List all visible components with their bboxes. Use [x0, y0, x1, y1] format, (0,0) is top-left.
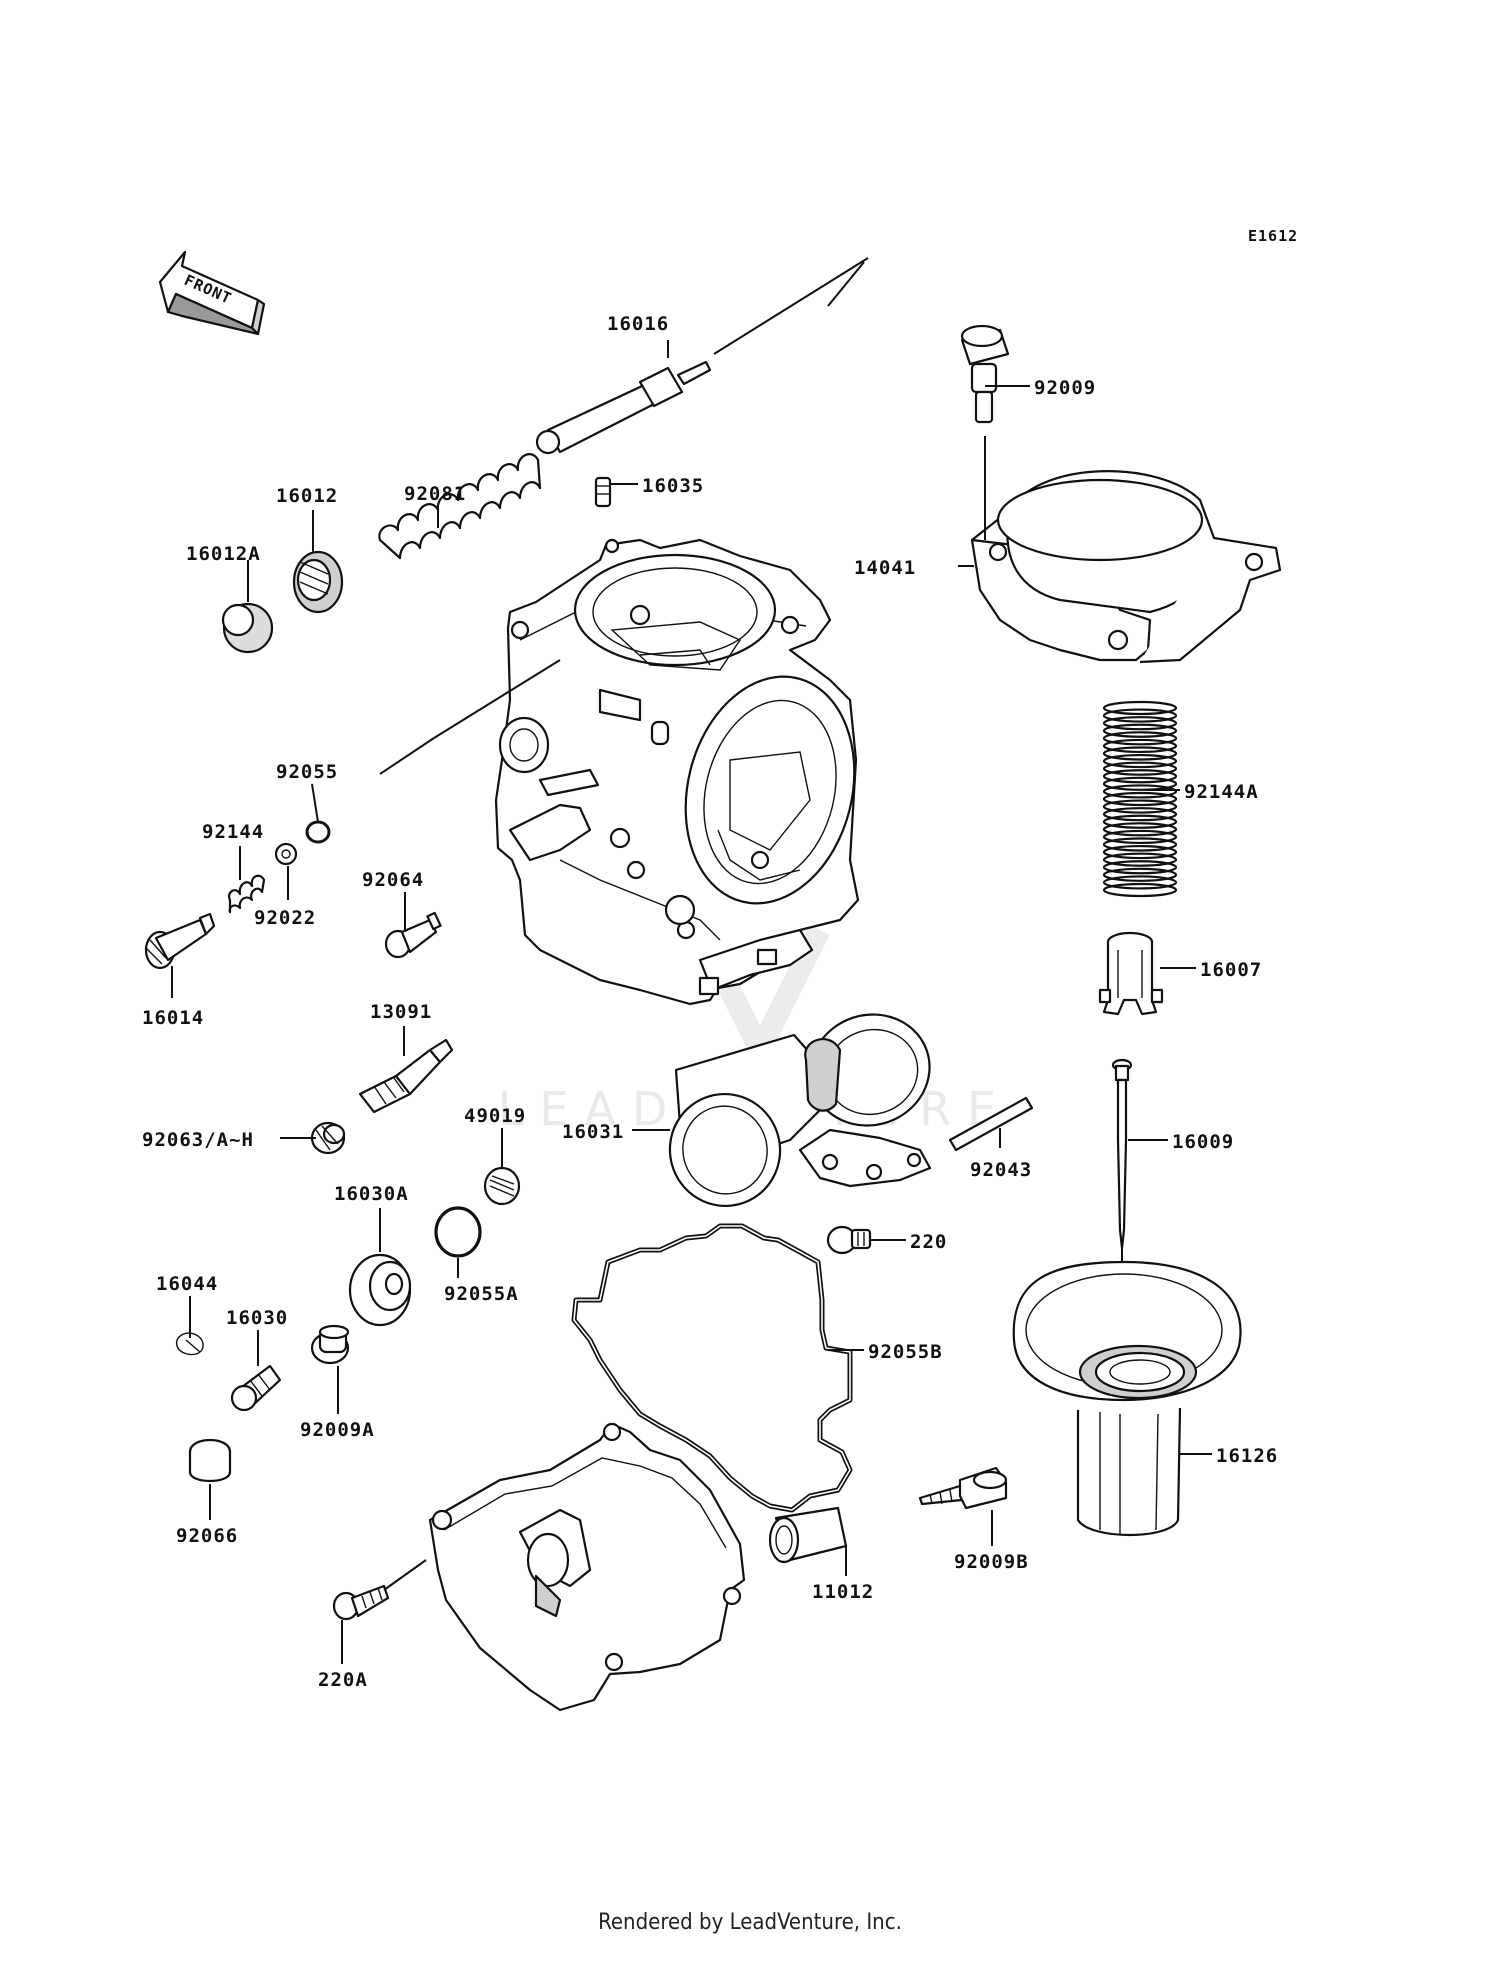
spring-coil — [1102, 867, 1178, 882]
label-16030[interactable]: 16030 — [226, 1307, 288, 1329]
float-bowl — [428, 1422, 746, 1712]
label-14041[interactable]: 14041 — [854, 557, 916, 579]
part-92009A — [310, 1324, 350, 1365]
diagram-code: E1612 — [1248, 227, 1298, 245]
label-16030A[interactable]: 16030A — [334, 1183, 409, 1205]
label-16016[interactable]: 16016 — [607, 313, 669, 335]
spring-coil — [1102, 822, 1178, 837]
part-16007 — [1098, 931, 1164, 1016]
part-92009 — [960, 324, 1010, 424]
spring-coil — [1102, 769, 1178, 784]
label-13091[interactable]: 13091 — [370, 1001, 432, 1023]
part-16016 — [535, 360, 712, 455]
label-220A[interactable]: 220A — [318, 1669, 368, 1691]
label-16031[interactable]: 16031 — [562, 1121, 624, 1143]
spring-coil — [1102, 860, 1178, 875]
part-92009B — [918, 1466, 1008, 1510]
spring-coil — [1102, 784, 1178, 799]
spring-coil — [1102, 731, 1178, 746]
spring-coil — [1102, 716, 1178, 731]
part-11012 — [768, 1506, 848, 1564]
part-labels: 16016 92009 92081 16035 16012 16012A 140… — [142, 313, 1278, 1691]
part-92063 — [310, 1121, 346, 1155]
part-16126 — [1012, 1260, 1242, 1537]
spring-coil — [1102, 761, 1178, 776]
label-92081[interactable]: 92081 — [404, 483, 466, 505]
spring-coil — [1102, 738, 1178, 754]
spring-coil — [1102, 807, 1178, 822]
leader-lines — [171, 257, 1212, 1664]
label-92066[interactable]: 92066 — [176, 1525, 238, 1547]
spring-coil — [1102, 844, 1178, 860]
spring-coil — [1102, 814, 1178, 829]
part-16044 — [175, 1332, 204, 1356]
spring-coil — [1102, 852, 1178, 867]
part-92043 — [948, 1096, 1034, 1152]
label-92055A[interactable]: 92055A — [444, 1283, 519, 1305]
label-16035[interactable]: 16035 — [642, 475, 704, 497]
label-92055[interactable]: 92055 — [276, 761, 338, 783]
spring-coil — [1102, 882, 1178, 898]
carburetor-body — [494, 538, 860, 1006]
label-16012A[interactable]: 16012A — [186, 543, 261, 565]
footer-credit: Rendered by LeadVenture, Inc. — [598, 1910, 902, 1935]
part-16014 — [144, 912, 216, 970]
part-14041 — [970, 470, 1282, 664]
part-13091 — [358, 1038, 454, 1114]
label-92144A[interactable]: 92144A — [1184, 781, 1259, 803]
spring-coil — [1102, 746, 1178, 761]
label-16007[interactable]: 16007 — [1200, 959, 1262, 981]
spring-coil — [1102, 837, 1178, 852]
label-92009B[interactable]: 92009B — [954, 1551, 1029, 1573]
spring-coil — [1102, 799, 1178, 814]
label-92055B[interactable]: 92055B — [868, 1341, 943, 1363]
label-16009[interactable]: 16009 — [1172, 1131, 1234, 1153]
label-92063[interactable]: 92063/A~H — [142, 1129, 254, 1151]
label-16012[interactable]: 16012 — [276, 485, 338, 507]
spring-coil — [1102, 723, 1178, 738]
label-49019[interactable]: 49019 — [464, 1105, 526, 1127]
spring-coil — [1102, 875, 1178, 890]
label-11012[interactable]: 11012 — [812, 1581, 874, 1603]
label-16044[interactable]: 16044 — [156, 1273, 218, 1295]
part-49019 — [483, 1166, 521, 1206]
part-16012 — [292, 550, 344, 614]
label-92043[interactable]: 92043 — [970, 1159, 1032, 1181]
front-arrow-icon: FRONT — [158, 250, 266, 336]
label-92009[interactable]: 92009 — [1034, 377, 1096, 399]
part-16012A — [221, 602, 274, 654]
spring-coil — [1102, 791, 1178, 807]
part-16031 — [668, 1013, 932, 1208]
part-92055 — [305, 820, 331, 844]
part-92064 — [384, 911, 442, 959]
spring-coil — [1102, 700, 1178, 716]
part-92022 — [274, 842, 298, 866]
label-16126[interactable]: 16126 — [1216, 1445, 1278, 1467]
part-16035 — [594, 476, 612, 508]
label-16014[interactable]: 16014 — [142, 1007, 204, 1029]
part-92144A — [1102, 700, 1178, 898]
part-220 — [826, 1225, 872, 1255]
part-92144 — [228, 874, 266, 914]
label-92022[interactable]: 92022 — [254, 907, 316, 929]
label-92144[interactable]: 92144 — [202, 821, 264, 843]
part-92055B — [571, 1223, 853, 1513]
part-220A — [332, 1584, 390, 1621]
part-16030 — [230, 1364, 282, 1412]
spring-coil — [1102, 829, 1178, 845]
spring-coil — [1102, 753, 1178, 769]
spring-coil — [1102, 776, 1178, 791]
part-16009 — [1111, 1058, 1133, 1250]
label-92009A[interactable]: 92009A — [300, 1419, 375, 1441]
part-92066 — [188, 1439, 232, 1483]
part-92081 — [378, 453, 542, 560]
label-220[interactable]: 220 — [910, 1231, 947, 1253]
label-92064[interactable]: 92064 — [362, 869, 424, 891]
part-92055A — [434, 1206, 482, 1258]
part-16030A — [348, 1253, 412, 1327]
spring-coil — [1102, 708, 1178, 723]
